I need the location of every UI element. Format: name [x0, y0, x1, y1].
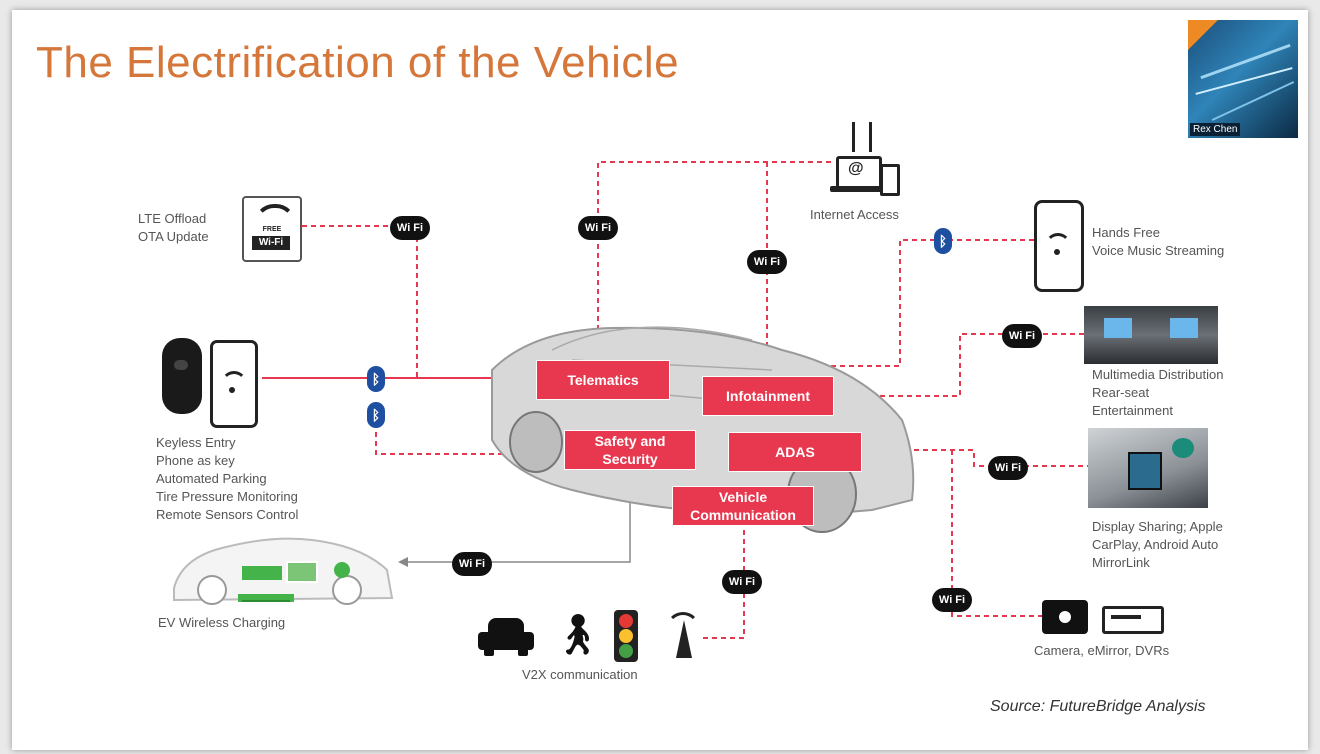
antenna-icon — [662, 610, 702, 662]
at-symbol: @ — [848, 160, 864, 177]
bluetooth-icon: ᛒ — [367, 402, 385, 428]
connection-lines — [262, 161, 1090, 639]
mirrorlink-label: MirrorLink — [1092, 555, 1150, 570]
safety-security-box[interactable]: Safety and Security — [564, 430, 696, 470]
wifi-badge-icon: Wi Fi — [452, 552, 492, 576]
wifi-badge-label: Wi Fi — [458, 558, 486, 570]
automated-parking-label: Automated Parking — [156, 471, 267, 486]
phone-as-key-label: Phone as key — [156, 453, 235, 468]
wifi-badge-icon: Wi Fi — [1002, 324, 1042, 348]
rear-seat-photo — [1084, 306, 1218, 364]
slide: The Electrification of the Vehicle Rex C… — [12, 10, 1308, 750]
ev-car-illustration — [173, 537, 394, 605]
carplay-label: CarPlay, Android Auto — [1092, 537, 1219, 552]
voice-music-label: Voice Music Streaming — [1092, 243, 1225, 258]
wifi-badge-icon: Wi Fi — [578, 216, 618, 240]
pedestrian-icon: 🚶︎ — [552, 613, 603, 657]
wifi-badge-label: Wi Fi — [753, 256, 781, 268]
v2x-label: V2X communication — [522, 667, 638, 682]
wifi-badge-label: Wi Fi — [584, 222, 612, 234]
tire-pressure-label: Tire Pressure Monitoring — [156, 489, 298, 504]
ev-charging-label: EV Wireless Charging — [158, 615, 286, 630]
lte-offload-label: LTE Offload — [138, 211, 207, 226]
remote-sensors-label: Remote Sensors Control — [156, 507, 299, 522]
multimedia-label: Multimedia Distribution — [1092, 367, 1224, 382]
entertainment-label: Entertainment — [1092, 403, 1173, 418]
laptop-tower-icon: @ — [830, 122, 900, 202]
dashboard-photo — [1088, 428, 1208, 508]
page-title: The Electrification of the Vehicle — [36, 38, 680, 87]
hands-free-label: Hands Free — [1092, 225, 1160, 240]
wifi-badge-icon: Wi Fi — [390, 216, 430, 240]
presenter-thumbnail: Rex Chen — [1188, 20, 1298, 138]
bluetooth-icon: ᛒ — [367, 366, 385, 392]
adas-box[interactable]: ADAS — [728, 432, 862, 472]
dvr-icon — [1102, 606, 1164, 634]
presenter-name: Rex Chen — [1190, 123, 1241, 136]
camera-icon — [1042, 600, 1088, 634]
car-icon — [478, 614, 534, 658]
display-sharing-label: Display Sharing; Apple — [1092, 519, 1223, 534]
internet-access-label: Internet Access — [810, 207, 899, 222]
wifi-badge-label: Wi Fi — [396, 222, 424, 234]
free-wifi-badge: Wi-Fi — [252, 236, 290, 250]
wifi-badge-icon: Wi Fi — [722, 570, 762, 594]
wifi-badge-icon: Wi Fi — [747, 250, 787, 274]
traffic-light-icon — [614, 610, 638, 662]
wifi-badge-icon: Wi Fi — [932, 588, 972, 612]
keyless-entry-label: Keyless Entry — [156, 435, 236, 450]
wifi-badge-label: Wi Fi — [728, 576, 756, 588]
telematics-box[interactable]: Telematics — [536, 360, 670, 400]
rear-seat-label: Rear-seat — [1092, 385, 1150, 400]
wifi-badge-label: Wi Fi — [938, 594, 966, 606]
source-citation: Source: FutureBridge Analysis — [990, 698, 1206, 715]
wifi-badge-label: Wi Fi — [994, 462, 1022, 474]
camera-label: Camera, eMirror, DVRs — [1034, 643, 1170, 658]
wifi-badge-icon: Wi Fi — [988, 456, 1028, 480]
free-wifi-icon: FREE Wi-Fi — [242, 196, 302, 262]
key-fob-icon — [162, 338, 202, 414]
smartphone-icon — [1034, 200, 1084, 292]
wifi-badge-label: Wi Fi — [1008, 330, 1036, 342]
smartphone-icon — [210, 340, 258, 428]
ota-update-label: OTA Update — [138, 229, 209, 244]
vehicle-communication-box[interactable]: Vehicle Communication — [672, 486, 814, 526]
bluetooth-icon: ᛒ — [934, 228, 952, 254]
infotainment-box[interactable]: Infotainment — [702, 376, 834, 416]
free-wifi-text: FREE — [262, 226, 282, 233]
